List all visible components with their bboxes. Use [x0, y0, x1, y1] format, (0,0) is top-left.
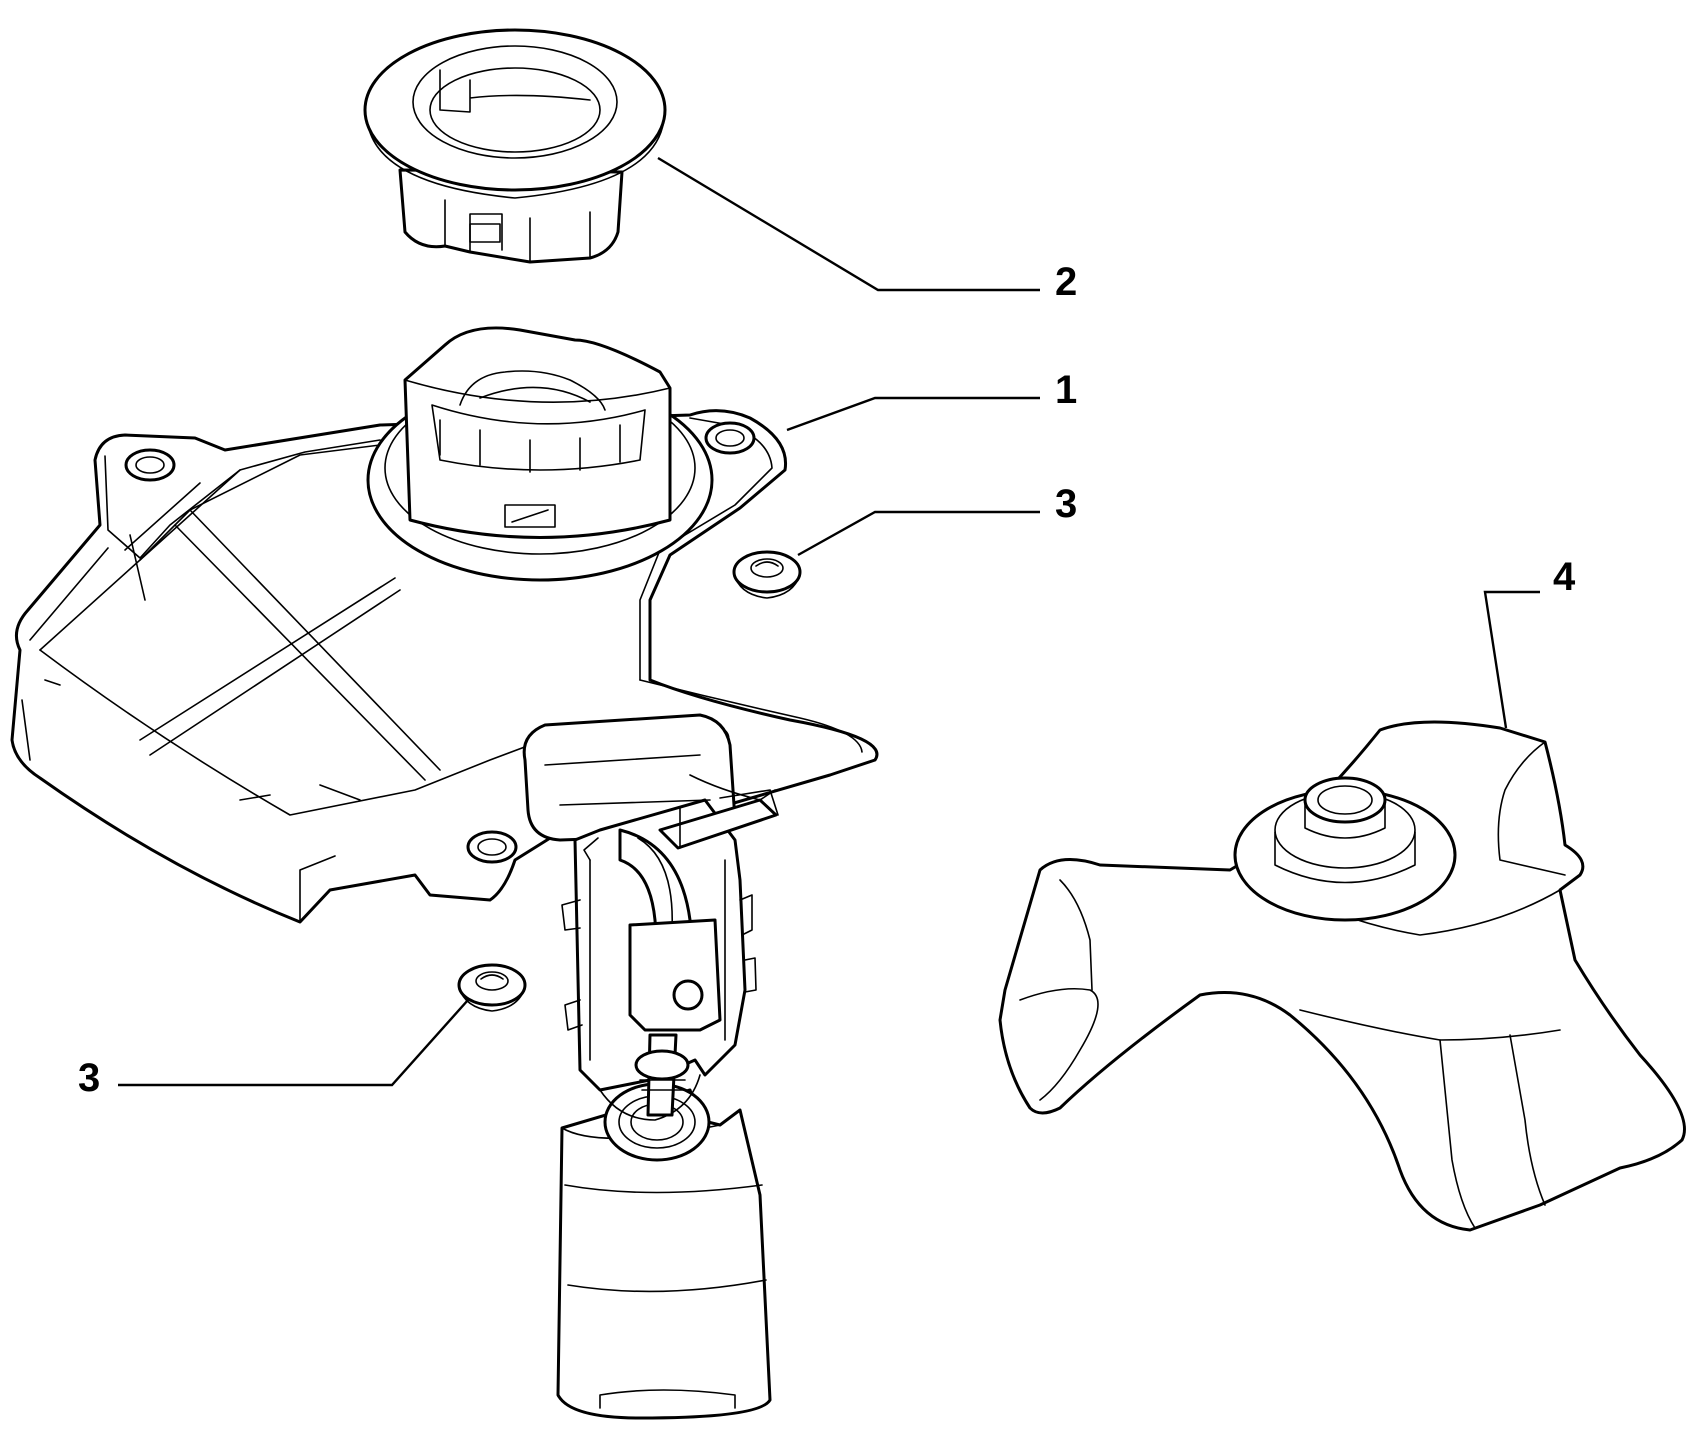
leader-4 [1483, 590, 1540, 729]
part-3-grommet-lower [457, 963, 527, 1012]
callout-1: 1 [1055, 368, 1077, 412]
leader-3-upper [797, 510, 1040, 557]
part-4-cover [998, 720, 1686, 1232]
leader-3-lower [118, 999, 469, 1087]
leader-2 [657, 156, 1040, 292]
callout-4: 4 [1553, 555, 1576, 599]
shift-lever-assembly [556, 798, 778, 1420]
callouts: 2 1 3 4 3 [78, 260, 1576, 1100]
callout-3-lower: 3 [78, 1056, 100, 1100]
part-2-bezel-ring [363, 28, 667, 264]
part-3-grommet-upper [732, 550, 802, 599]
leader-lines [118, 156, 1540, 1087]
part-1-shifter-housing [10, 326, 879, 924]
leader-1 [786, 396, 1040, 432]
callout-3-upper: 3 [1055, 482, 1077, 526]
callout-2: 2 [1055, 260, 1077, 304]
